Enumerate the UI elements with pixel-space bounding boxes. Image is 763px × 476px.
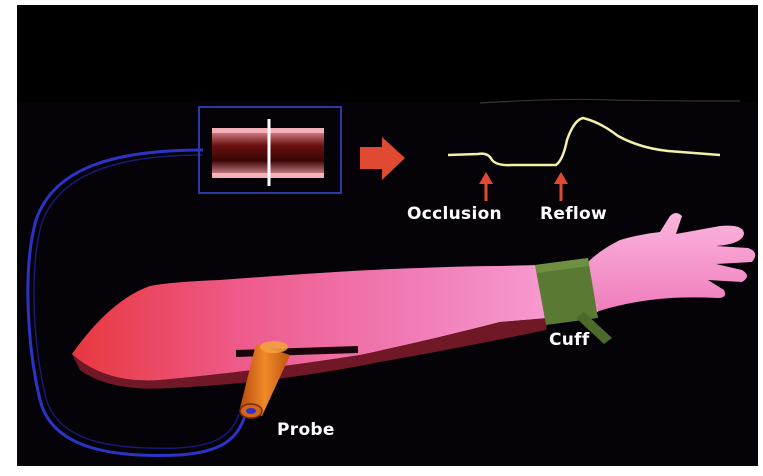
top-black-band: [17, 5, 758, 102]
cuff-label: Cuff: [549, 330, 590, 350]
probe-label: Probe: [277, 420, 335, 440]
reflow-label: Reflow: [540, 204, 607, 224]
occlusion-label: Occlusion: [407, 204, 502, 224]
